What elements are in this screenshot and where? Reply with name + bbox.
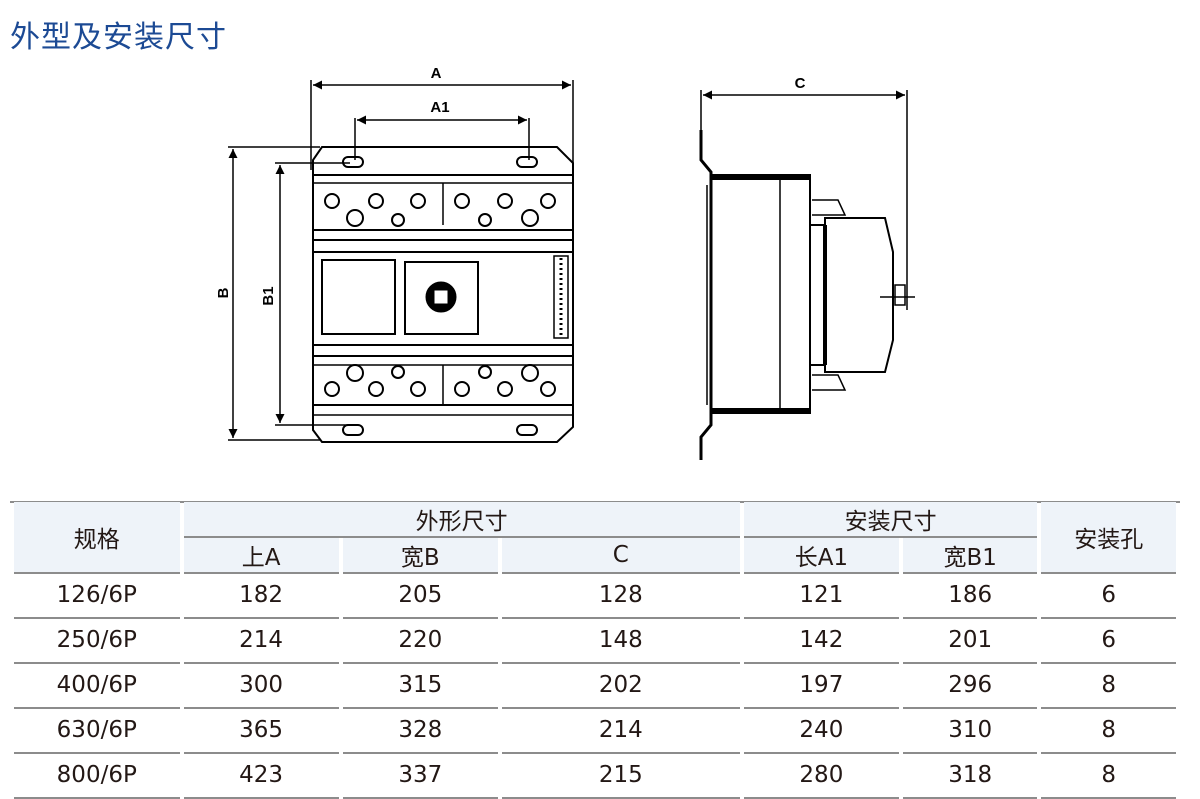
header-outer-dimensions: 外形尺寸 [183, 502, 740, 538]
din-rail [699, 130, 713, 460]
cell-C: 148 [501, 619, 740, 664]
dimension-drawing: A A1 B B1 C [215, 65, 915, 460]
cell-holes: 6 [1041, 574, 1176, 619]
cell-spec: 400/6P [14, 664, 180, 709]
table-row: 250/6P 214 220 148 142 201 6 [14, 619, 1176, 664]
table-row: 126/6P 182 205 128 121 186 6 [14, 574, 1176, 619]
header-A1: 长A1 [743, 538, 899, 574]
mount-hole [516, 424, 538, 436]
cell-B1: 186 [902, 574, 1038, 619]
cell-A: 365 [183, 709, 339, 754]
cell-A1: 197 [743, 664, 899, 709]
cell-B: 205 [342, 574, 498, 619]
dim-A1-label: A1 [430, 99, 449, 116]
cell-B1: 296 [902, 664, 1038, 709]
side-body [710, 174, 811, 414]
cell-B: 315 [342, 664, 498, 709]
cell-spec: 800/6P [14, 754, 180, 799]
cell-C: 128 [501, 574, 740, 619]
dim-B1-label: B1 [260, 286, 277, 305]
cell-B1: 201 [902, 619, 1038, 664]
top-terminals [324, 193, 556, 227]
cell-C: 214 [501, 709, 740, 754]
cell-A1: 280 [743, 754, 899, 799]
header-spec: 规格 [14, 502, 180, 574]
header-A: 上A [183, 538, 339, 574]
header-mount-dimensions: 安装尺寸 [743, 502, 1038, 538]
handle-window [404, 261, 479, 335]
cell-B: 337 [342, 754, 498, 799]
cell-B: 328 [342, 709, 498, 754]
cell-spec: 630/6P [14, 709, 180, 754]
header-mount-holes: 安装孔 [1041, 502, 1176, 574]
dim-A-label: A [431, 65, 442, 82]
terminal-strip [553, 255, 569, 339]
cell-holes: 8 [1041, 754, 1176, 799]
header-B: 宽B [342, 538, 498, 574]
device-body [312, 146, 574, 443]
cell-B1: 318 [902, 754, 1038, 799]
cell-spec: 126/6P [14, 574, 180, 619]
cell-C: 202 [501, 664, 740, 709]
mount-hole [342, 424, 364, 436]
side-handle [894, 284, 906, 306]
cell-holes: 8 [1041, 709, 1176, 754]
cell-A: 214 [183, 619, 339, 664]
table-row: 630/6P 365 328 214 240 310 8 [14, 709, 1176, 754]
spec-table: 规格 外形尺寸 安装尺寸 安装孔 上A 宽B C 长A1 宽B1 126/6P … [10, 502, 1180, 799]
cell-A1: 240 [743, 709, 899, 754]
cell-C: 215 [501, 754, 740, 799]
cell-spec: 250/6P [14, 619, 180, 664]
bottom-terminals [324, 364, 556, 397]
cell-A1: 121 [743, 574, 899, 619]
cell-B1: 310 [902, 709, 1038, 754]
table-row: 400/6P 300 315 202 197 296 8 [14, 664, 1176, 709]
dim-C-label: C [795, 75, 806, 92]
mount-hole [516, 156, 538, 168]
table-row: 800/6P 423 337 215 280 318 8 [14, 754, 1176, 799]
page-title: 外型及安装尺寸 [10, 20, 227, 55]
mount-hole [342, 156, 364, 168]
cell-A: 423 [183, 754, 339, 799]
cell-A: 300 [183, 664, 339, 709]
cell-A: 182 [183, 574, 339, 619]
display-window [321, 259, 396, 335]
dim-B-label: B [215, 287, 232, 298]
front-view [228, 80, 574, 443]
cell-holes: 6 [1041, 619, 1176, 664]
cell-A1: 142 [743, 619, 899, 664]
header-C: C [501, 538, 740, 574]
cell-B: 220 [342, 619, 498, 664]
side-view [699, 90, 915, 460]
cell-holes: 8 [1041, 664, 1176, 709]
header-B1: 宽B1 [902, 538, 1038, 574]
